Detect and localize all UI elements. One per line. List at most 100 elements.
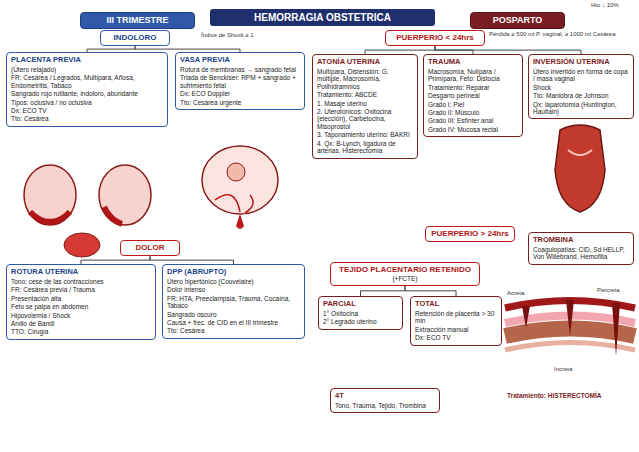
heading-text: PUERPERIO < 24hrs: [390, 33, 480, 42]
section-band: POSPARTO: [470, 12, 565, 29]
uterus-shape: [555, 125, 605, 212]
heading-text: ROTURA UTERINA: [11, 268, 151, 277]
body-text: Grado IV: Mucosa rectal: [428, 126, 518, 133]
accretism-figure: [505, 300, 635, 356]
body-text: Dolor intenso: [167, 286, 300, 293]
note-label: Acreta: [506, 290, 525, 297]
body-text: Rotura de membranas → sangrado fetal: [180, 66, 300, 73]
section-band: III TRIMESTRE: [80, 12, 195, 29]
heading-text: POSPARTO: [475, 15, 560, 25]
heading-text: DPP (ABRUPTO): [167, 268, 300, 277]
villi-shape: [612, 303, 620, 356]
disease-box: PLACENTA PREVIA(Útero relajado)FR: Cesár…: [6, 52, 168, 127]
body-text: Anillo de Bandl: [11, 320, 151, 327]
uterus-shape: [99, 165, 151, 225]
placenta-shape: [30, 212, 70, 222]
body-text: Tratamiento: ABCDE: [317, 91, 413, 98]
group-header: PUERPERIO < 24hrs: [385, 30, 485, 46]
summary-box: 4TTono, Trauma, Tejido, Trombina: [330, 388, 440, 413]
body-text: Multípara, Distensión: G. múltiple, Macr…: [317, 68, 413, 90]
body-text: TTO: Cirugía: [11, 328, 151, 335]
body-text: Tono: cese de las contracciones: [11, 278, 151, 285]
disease-box: DPP (ABRUPTO)Útero hipertónico (Couvelai…: [162, 264, 305, 339]
note-label: Hto ↓ 10%: [590, 2, 620, 9]
body-text: Tratamiento: Reparar: [428, 84, 518, 91]
connector-line: [365, 46, 435, 54]
heading-text: INVERSIÓN UTERINA: [533, 58, 629, 67]
connector-line: [435, 46, 581, 54]
cause-box: PARCIAL1° Oxitocina2° Legrado uterino: [318, 296, 403, 330]
body-text: Extracción manual: [415, 326, 497, 333]
body-text: Triada de Benckiser: RPM + sangrado + su…: [180, 74, 300, 89]
body-text: Causa + frec. de CID en el III trimestre: [167, 319, 300, 326]
heading-text: PARCIAL: [323, 300, 398, 309]
uterus-shape: [202, 146, 278, 214]
body-text: (Útero relajado): [11, 66, 163, 73]
villi-shape: [522, 306, 530, 328]
body-text: Dx: ECO TV: [415, 334, 497, 341]
heading-text: PUERPERIO > 24hrs: [430, 229, 510, 238]
heading-text: TOTAL: [415, 300, 497, 309]
heading-text: TEJIDO PLACENTARIO RETENIDO: [335, 265, 475, 274]
body-text: Tipos: oclusiva / no oclusiva: [11, 99, 163, 106]
cause-box: TROMBINACoagulopatías: CID, Sd HELLP, Vo…: [528, 232, 634, 265]
note-label: Índice de Shock ≥ 1: [200, 32, 255, 39]
body-text: Grado III: Esfínter anal: [428, 117, 518, 124]
placenta-previa-figure: [24, 165, 151, 225]
body-text: Presentación alta: [11, 295, 151, 302]
group-header: PUERPERIO > 24hrs: [425, 226, 515, 242]
body-text: 1. Masaje uterino: [317, 100, 413, 107]
title-band: HEMORRAGIA OBSTETRICA: [210, 9, 435, 26]
cause-box: ATONÍA UTERINAMultípara, Distensión: G. …: [312, 54, 418, 159]
connector-line: [150, 256, 234, 264]
body-text: Shock: [533, 84, 629, 91]
fetus-head: [227, 163, 245, 181]
vessel-line: [215, 195, 253, 213]
body-text: Útero invertido en forma de copa / masa …: [533, 68, 629, 83]
body-text: Dx: ECO TV: [11, 107, 163, 114]
vasa-previa-figure: [202, 146, 278, 229]
heading-text: III TRIMESTRE: [85, 15, 190, 25]
group-header: DOLOR: [120, 240, 180, 256]
group-header: TEJIDO PLACENTARIO RETENIDO(+FCTE): [330, 262, 480, 286]
connector-line: [405, 286, 456, 296]
disease-box: ROTURA UTERINATono: cese de las contracc…: [6, 264, 156, 340]
heading-text: DOLOR: [125, 243, 175, 252]
body-text: Tto: Cesárea: [167, 327, 300, 334]
body-text: Retención de placenta > 30 min: [415, 310, 497, 325]
body-text: Tto: Cesárea: [11, 115, 163, 122]
body-text: Grado I: Piel: [428, 101, 518, 108]
body-text: Desgarro perineal: [428, 92, 518, 99]
villi-shape: [566, 300, 574, 336]
body-text: Tto: Cesárea urgente: [180, 99, 300, 106]
body-text: Sangrado oscuro: [167, 311, 300, 318]
heading-text: PLACENTA PREVIA: [11, 56, 163, 65]
body-text: Dx: ECO Doppler: [180, 90, 300, 97]
body-text: FR: Cesárea / Legrados, Multípara, Añosa…: [11, 74, 163, 89]
body-text: 4. Qx: B-Lynch, ligadura de arterias, Hi…: [317, 140, 413, 155]
body-text: Sangrado rojo rutilante, indoloro, abund…: [11, 90, 163, 97]
heading-text: 4T: [335, 392, 435, 401]
body-text: Feto se palpa en abdomen: [11, 303, 151, 310]
fold-line: [568, 150, 592, 155]
body-text: FR: HTA, Preeclampsia, Trauma, Cocaína, …: [167, 295, 300, 310]
body-text: Coagulopatías: CID, Sd HELLP, Von Willeb…: [533, 246, 629, 261]
body-text: 2° Legrado uterino: [323, 318, 398, 325]
connector-line: [81, 256, 150, 264]
cause-box: TOTALRetención de placenta > 30 minExtra…: [410, 296, 502, 346]
body-text: 2. Uterotónicos: Oxitocina (elección), C…: [317, 108, 413, 130]
heading-text: INDOLORO: [105, 33, 165, 42]
connector-line: [361, 286, 406, 296]
body-text: (+FCTE): [335, 275, 475, 282]
note-label: Tratamiento: HISTERECTOMÍA: [506, 392, 603, 399]
disease-box: VASA PREVIARotura de membranas → sangrad…: [175, 52, 305, 110]
body-text: 1° Oxitocina: [323, 310, 398, 317]
heading-text: ATONÍA UTERINA: [317, 58, 413, 67]
uterus-shape: [24, 165, 76, 225]
inverted-uterus-figure: [555, 125, 605, 212]
body-text: FR: Cesárea previa / Trauma: [11, 286, 151, 293]
body-text: Tono, Trauma, Tejido, Trombina: [335, 402, 435, 409]
blood-drop: [236, 214, 244, 229]
heading-text: TRAUMA: [428, 58, 518, 67]
